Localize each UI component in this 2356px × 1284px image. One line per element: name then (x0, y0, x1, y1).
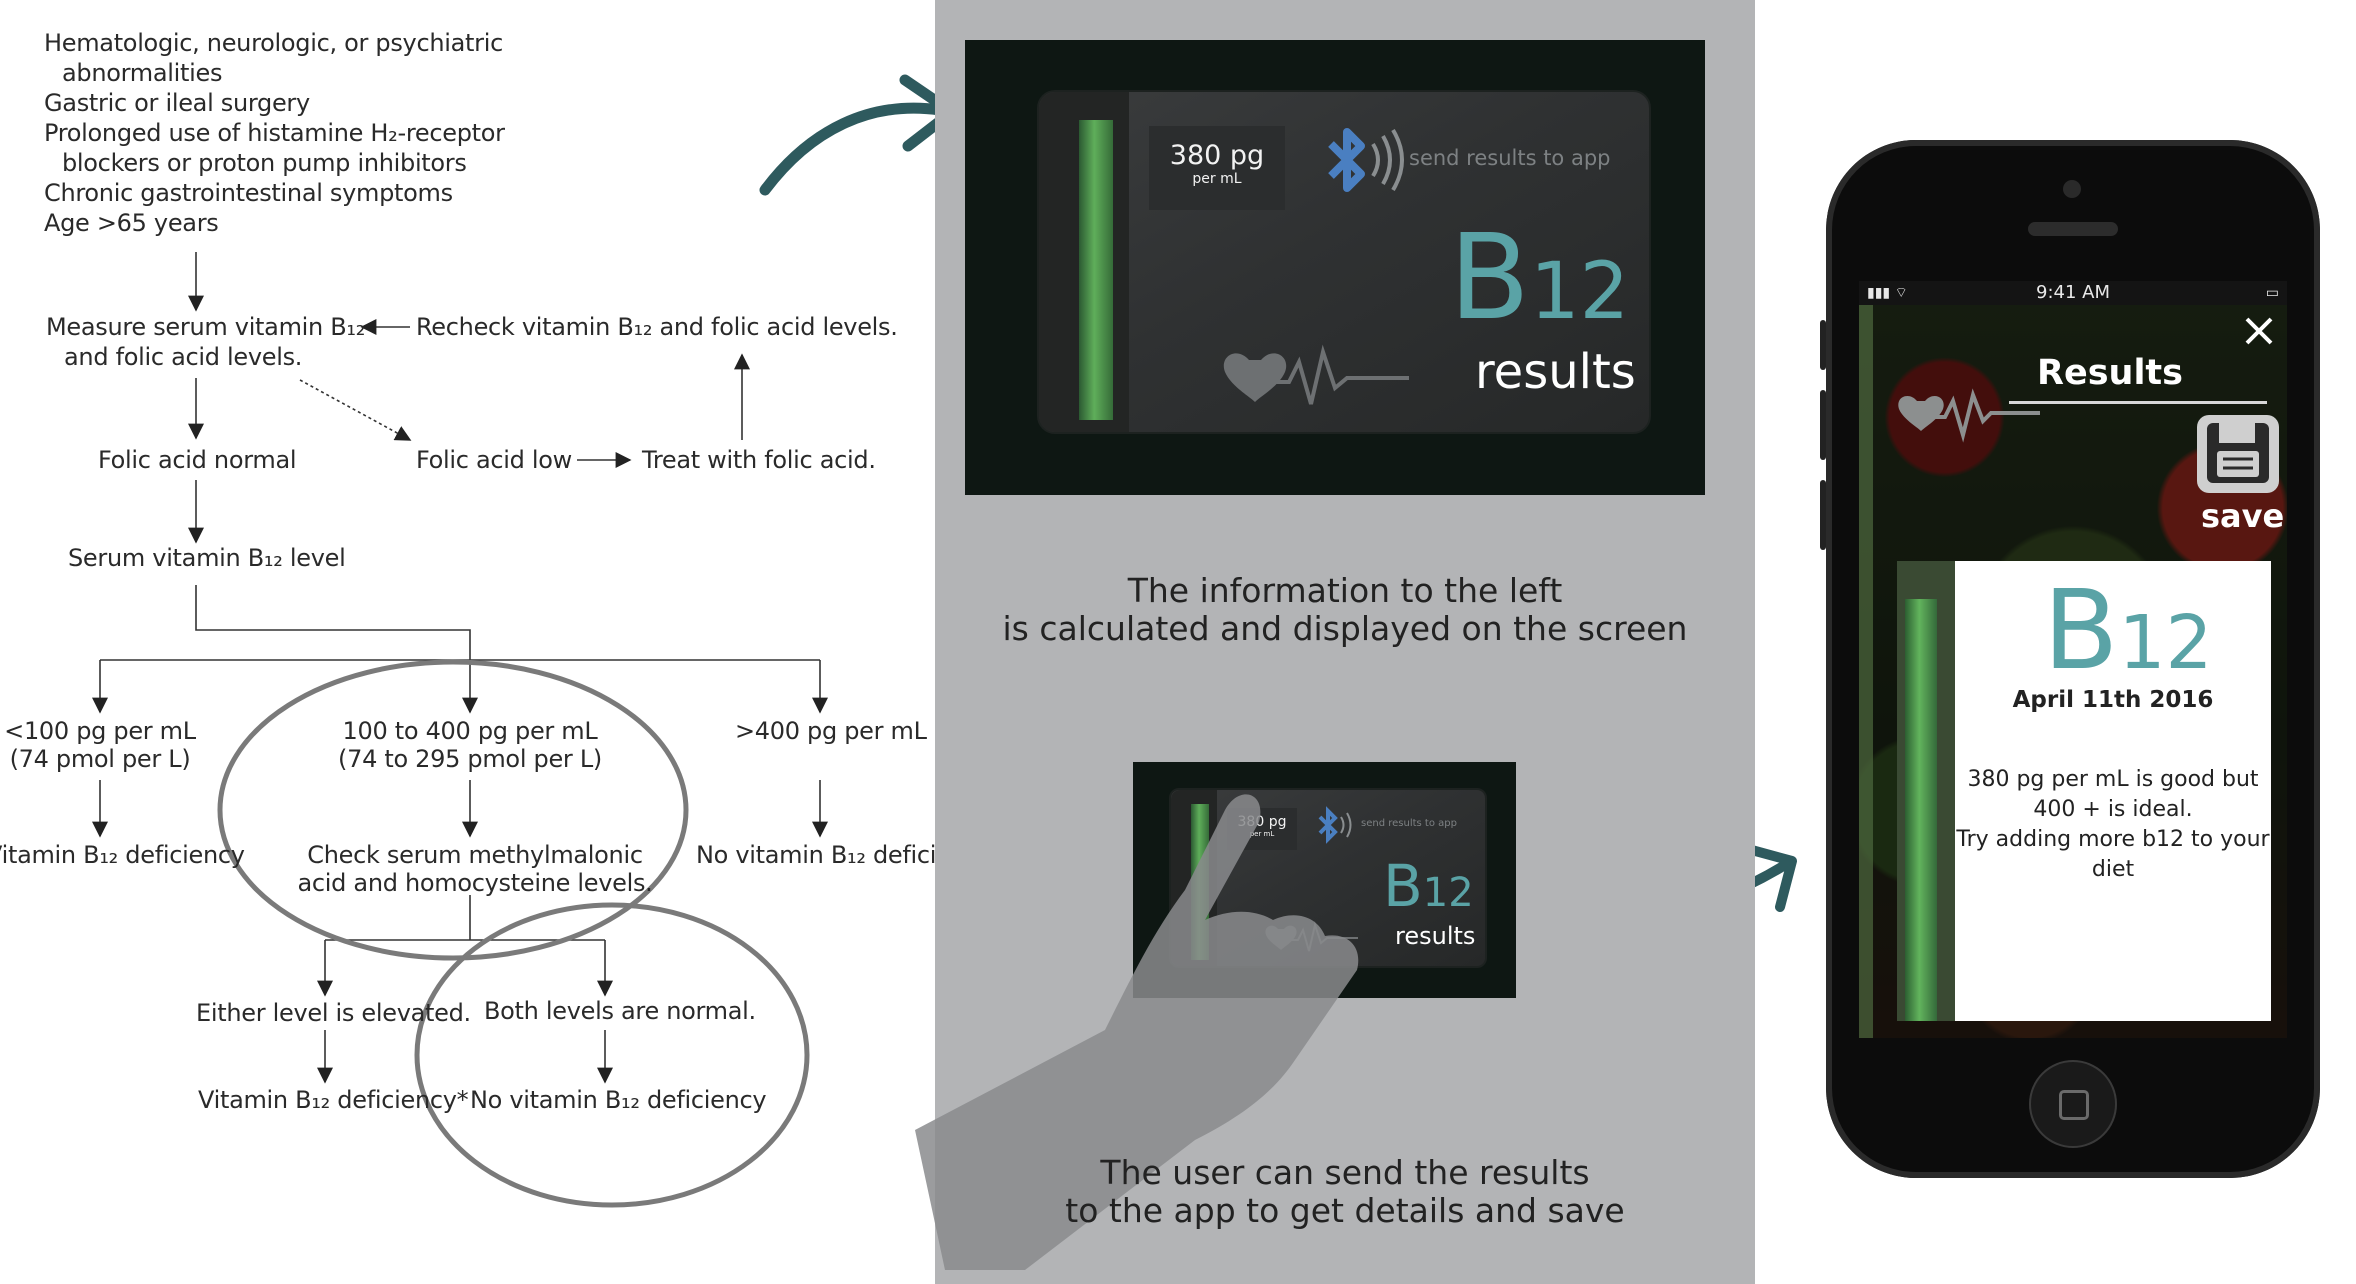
results-label-small: results (1395, 922, 1476, 950)
both-levels-normal: Both levels are normal. (484, 997, 756, 1025)
reading-value: 380 pg (1169, 140, 1265, 171)
bluetooth-icon-small[interactable] (1315, 806, 1361, 846)
recheck-levels: Recheck vitamin B₁₂ and folic acid level… (416, 313, 898, 341)
check-serum-line1: Check serum methylmalonic (307, 841, 643, 869)
risk-factor-5: Age >65 years (44, 209, 219, 237)
save-icon[interactable] (2195, 413, 2281, 495)
treat-folic-acid: Treat with folic acid. (642, 446, 876, 474)
battery-icon: ▭ (2265, 285, 2279, 301)
either-level-elevated: Either level is elevated. (196, 999, 471, 1027)
measure-serum-line2: and folic acid levels. (64, 343, 303, 371)
status-time: 9:41 AM (2036, 282, 2110, 303)
low-range-line1: <100 pg per mL (4, 717, 196, 745)
risk-factor-1b: abnormalities (62, 59, 223, 87)
flowchart-connectors (92, 252, 828, 1208)
front-camera (2063, 180, 2081, 198)
heartbeat-icon (1223, 344, 1409, 405)
result-message-line1: 380 pg per mL is good but (1967, 767, 2259, 792)
mid-range-line2: (74 to 295 pmol per L) (338, 745, 602, 773)
low-result: Vitamin B₁₂ deficiency (0, 841, 245, 869)
bluetooth-icon[interactable] (1321, 122, 1411, 202)
high-range: >400 pg per mL (735, 717, 927, 745)
b12-level-bar (1079, 120, 1113, 420)
low-range-line2: (74 pmol per L) (9, 745, 191, 773)
home-square-icon (2059, 1090, 2089, 1120)
left-bar-strip (1859, 305, 1873, 1038)
result-message-line3: Try adding more b12 to your (1956, 827, 2270, 852)
b12-logo-small: B12 (1383, 852, 1474, 920)
highlight-ellipse-mid-range (217, 659, 689, 961)
risk-factor-4: Chronic gastrointestinal symptoms (44, 179, 453, 207)
reading-box: 380 pg per mL (1149, 126, 1285, 210)
caption-bottom-line2: to the app to get details and save (1065, 1191, 1625, 1230)
b12-level-bar-phone (1905, 599, 1937, 1021)
high-result: No vitamin B₁₂ deficiency (696, 841, 935, 869)
b12-device-large: 380 pg per mL send results to app B12 re… (965, 40, 1705, 495)
device-screen: 380 pg per mL send results to app B12 re… (1037, 90, 1651, 434)
measure-serum-line1: Measure serum vitamin B₁₂ (46, 313, 366, 341)
mid-range-line1: 100 to 400 pg per mL (342, 717, 598, 745)
b12-logo: B12 (1449, 208, 1630, 346)
send-results-label[interactable]: send results to app (1409, 146, 1611, 170)
risk-factor-1: Hematologic, neurologic, or psychiatric (44, 29, 503, 57)
result-card: B12 April 11th 2016 380 pg per mL is goo… (1897, 561, 2271, 1021)
speaker-grille (2028, 222, 2118, 236)
either-result: Vitamin B₁₂ deficiency* (198, 1086, 469, 1114)
b12-logo-phone: B12 (2043, 566, 2213, 694)
caption-top-line2: is calculated and displayed on the scree… (1002, 609, 1688, 648)
result-date: April 11th 2016 (2012, 687, 2214, 713)
b12-flowchart: Hematologic, neurologic, or psychiatric … (0, 0, 935, 1284)
title-underline (2009, 401, 2267, 404)
results-title: Results (2037, 353, 2183, 393)
folic-acid-normal: Folic acid normal (98, 446, 297, 474)
result-message-line4: diet (2091, 857, 2135, 882)
volume-down-button (1820, 480, 1826, 550)
reading-unit: per mL (1192, 171, 1242, 187)
mute-switch (1820, 320, 1826, 370)
results-label: results (1475, 344, 1636, 400)
both-result: No vitamin B₁₂ deficiency (470, 1086, 767, 1114)
risk-factor-2: Gastric or ileal surgery (44, 89, 310, 117)
serum-b12-level: Serum vitamin B₁₂ level (68, 544, 346, 572)
phone-screen: ▮▮▮ ⌔ 9:41 AM ▭ Results save B12 (1859, 281, 2287, 1038)
home-button[interactable] (2029, 1060, 2117, 1148)
check-serum-line2: acid and homocysteine levels. (297, 869, 653, 897)
risk-factor-3: Prolonged use of histamine H₂-receptor (44, 119, 505, 147)
folic-acid-low: Folic acid low (416, 446, 573, 474)
save-label[interactable]: save (2201, 497, 2285, 535)
result-message-line2: 400 + is ideal. (2033, 797, 2193, 822)
smartphone: ▮▮▮ ⌔ 9:41 AM ▭ Results save B12 (1820, 140, 2320, 1178)
volume-up-button (1820, 390, 1826, 460)
highlight-ellipse-normal (414, 902, 810, 1208)
hand-pointer-icon (915, 794, 1359, 1270)
device-panel: 380 pg per mL send results to app B12 re… (915, 0, 1755, 1284)
signal-icon: ▮▮▮ ⌔ (1867, 285, 1908, 301)
send-results-label-small[interactable]: send results to app (1361, 818, 1457, 829)
status-bar: ▮▮▮ ⌔ 9:41 AM ▭ (1859, 281, 2287, 305)
caption-top-line1: The information to the left (1127, 571, 1563, 610)
risk-factor-3b: blockers or proton pump inhibitors (62, 149, 467, 177)
caption-bottom-line1: The user can send the results (1100, 1153, 1590, 1192)
close-icon[interactable] (2243, 315, 2275, 347)
heartbeat-icon-phone (1898, 388, 2040, 443)
